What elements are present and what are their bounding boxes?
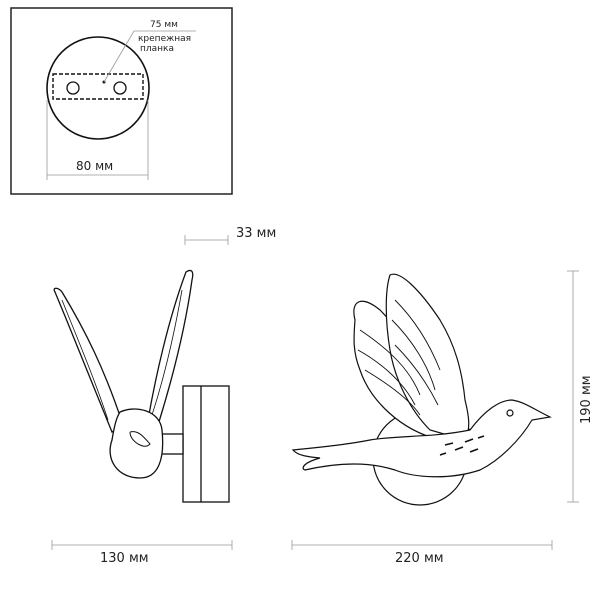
arm-offset-dimension: 33 мм: [184, 226, 276, 245]
bird-body: [109, 408, 164, 479]
screw-hole-right: [113, 81, 127, 95]
mounting-inset: 75 мм крепежная планка 80 мм: [10, 7, 233, 195]
plate-label-line1: крепежная: [138, 34, 191, 44]
bird-eye: [506, 409, 514, 417]
screw-hole-left: [66, 81, 80, 95]
left-wing: [53, 287, 124, 433]
front-view-lamp: [291, 273, 553, 506]
width-label: 220 мм: [395, 551, 444, 566]
height-dimension: 190 мм: [567, 270, 594, 503]
arm-offset-label: 33 мм: [236, 226, 276, 241]
arm: [159, 433, 184, 455]
plate-label-line2: планка: [140, 44, 174, 54]
width-dimension: 220 мм: [291, 540, 553, 566]
leader-line: [103, 30, 196, 83]
depth-dimension: 130 мм: [51, 540, 233, 566]
plate-length-label: 75 мм: [150, 20, 178, 30]
wall-base: [182, 385, 230, 503]
base-diameter-label: 80 мм: [76, 159, 113, 173]
base-circle: [46, 36, 150, 140]
side-view-lamp: [53, 269, 230, 503]
front-wing: [385, 273, 470, 441]
mounting-plate: [52, 73, 144, 100]
bird-body-front: [291, 399, 553, 478]
depth-label: 130 мм: [100, 551, 149, 566]
inset-frame: [10, 7, 233, 195]
height-label: 190 мм: [579, 375, 594, 424]
